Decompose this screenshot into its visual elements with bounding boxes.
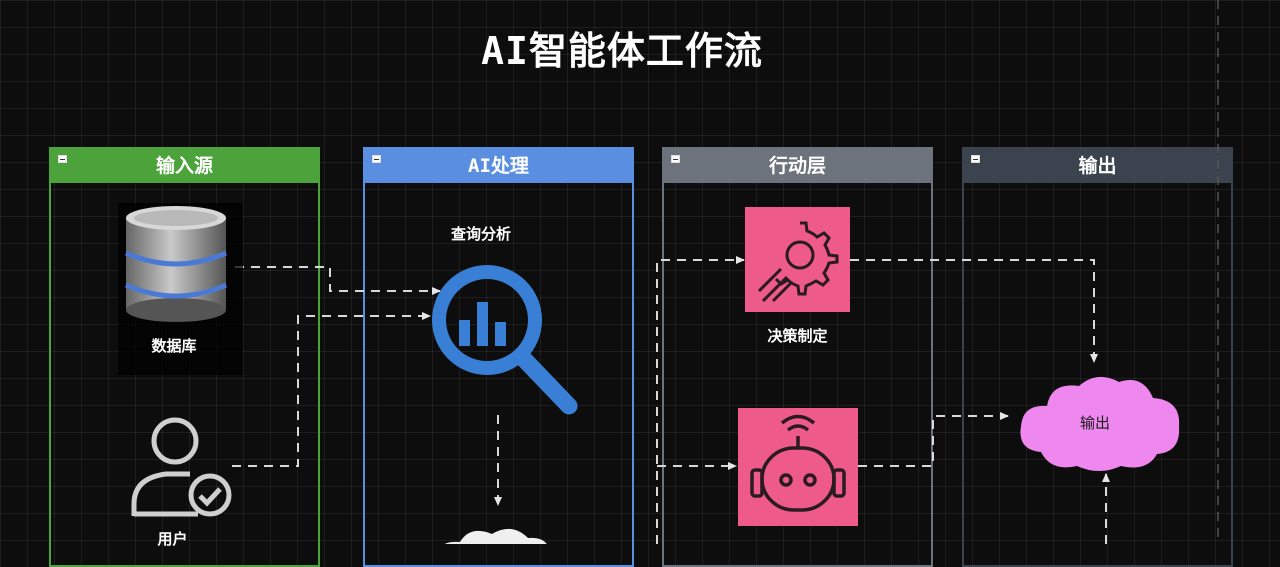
collapse-icon[interactable]: [372, 155, 381, 163]
output-label: 输出: [1079, 414, 1110, 432]
lane-header-input: 输入源: [51, 149, 318, 183]
robot-icon: [738, 408, 858, 526]
decision-node[interactable]: 决策制定: [745, 207, 850, 357]
lane-header-action: 行动层: [664, 149, 931, 183]
diagram-title: AI智能体工作流: [481, 29, 763, 73]
user-node[interactable]: 用户: [120, 408, 245, 548]
robot-node[interactable]: [738, 408, 858, 526]
lane-title: 输入源: [155, 155, 213, 177]
decision-label: 决策制定: [767, 327, 828, 345]
database-label: 数据库: [151, 337, 197, 355]
database-node[interactable]: 数据库: [118, 203, 243, 375]
lane-output[interactable]: 输出: [962, 147, 1233, 567]
lane-header-ai: AI处理: [365, 149, 632, 183]
cloud-icon: [444, 528, 547, 544]
lane-title: 输出: [1078, 155, 1117, 177]
magnifier-chart-icon: [432, 265, 578, 415]
collapse-icon[interactable]: [671, 155, 680, 163]
cloud-icon: [1020, 376, 1180, 471]
gear-icon: [745, 207, 850, 312]
lane-header-output: 输出: [964, 149, 1231, 183]
lane-title: 行动层: [768, 155, 826, 177]
collapse-icon[interactable]: [58, 155, 67, 163]
collapse-icon[interactable]: [971, 155, 980, 163]
query-label: 查询分析: [450, 225, 511, 243]
database-icon: [124, 206, 228, 322]
user-check-icon: [131, 417, 232, 517]
processing-cloud-node[interactable]: [430, 520, 560, 544]
lane-title: AI处理: [468, 155, 529, 177]
user-label: 用户: [157, 530, 188, 548]
query-node[interactable]: 查询分析: [416, 212, 578, 422]
output-node[interactable]: 输出: [1017, 370, 1183, 474]
